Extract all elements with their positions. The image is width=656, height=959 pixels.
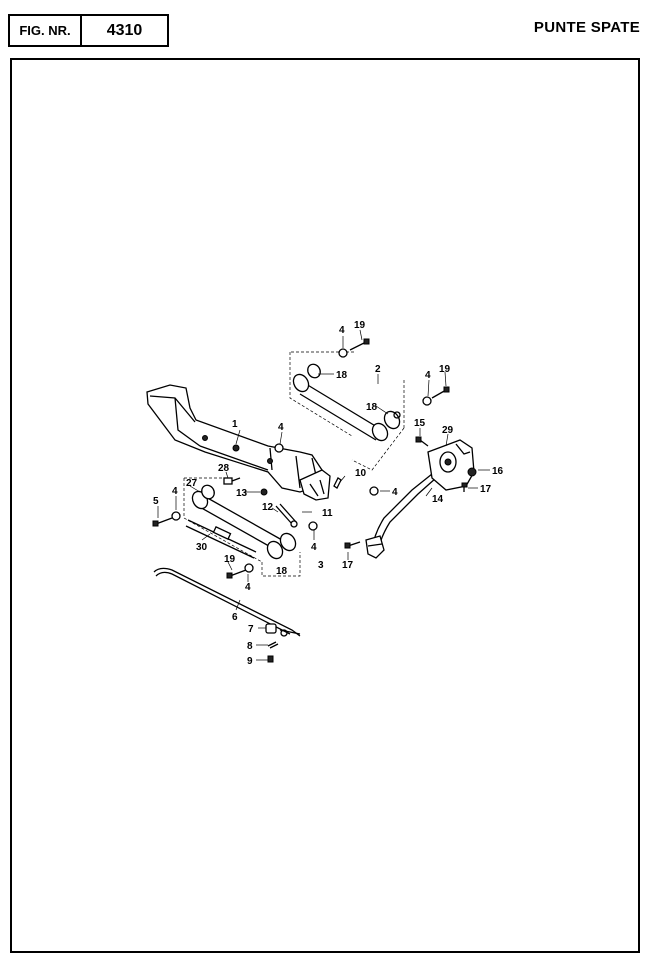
figure-number-box: FIG. NR. 4310 (8, 14, 169, 47)
callout-4b: 4 (425, 370, 431, 381)
bolt-15 (415, 436, 429, 447)
callout-4d: 4 (172, 486, 178, 497)
tie-rod (185, 519, 257, 559)
callout-19b: 19 (439, 364, 451, 375)
callout-28: 28 (218, 463, 230, 474)
callout-17a: 17 (480, 484, 492, 495)
washer-4c (274, 443, 284, 453)
callout-30: 30 (196, 542, 208, 553)
callout-4f: 4 (245, 582, 251, 593)
callout-15: 15 (414, 418, 426, 429)
callout-9: 9 (247, 656, 253, 667)
callout-8: 8 (247, 641, 253, 652)
washer-4b (422, 396, 432, 406)
callout-29: 29 (442, 425, 454, 436)
callout-16: 16 (492, 466, 504, 477)
washer-4e (308, 521, 318, 531)
callout-27: 27 (186, 478, 198, 489)
bolt-10 (333, 477, 342, 489)
washer-4g (369, 486, 379, 496)
callout-10: 10 (355, 468, 367, 479)
callout-7: 7 (248, 624, 254, 635)
washer-4a (338, 348, 348, 358)
lower-link-arm (183, 477, 301, 577)
callout-4e: 4 (311, 542, 317, 553)
bolt-5 (152, 517, 173, 527)
bolt-19-upper (349, 338, 370, 351)
callout-19c: 19 (224, 554, 236, 565)
callout-3: 3 (318, 560, 324, 571)
bolt-17-lower (344, 541, 361, 549)
nut-16 (467, 467, 477, 477)
upper-link-arm (289, 351, 405, 471)
bolt-17-upper (461, 482, 468, 492)
callout-1: 1 (232, 419, 238, 430)
figure-label: FIG. NR. (10, 16, 82, 45)
washer-4d (171, 511, 181, 521)
callout-5: 5 (153, 496, 159, 507)
nut-13 (260, 488, 268, 496)
callout-11: 11 (322, 508, 333, 519)
callout-2: 2 (375, 364, 381, 375)
callout-6: 6 (232, 612, 238, 623)
figure-number: 4310 (106, 21, 143, 39)
callout-13: 13 (236, 488, 248, 499)
bolt-28 (223, 477, 241, 485)
callout-12: 12 (262, 502, 274, 513)
callout-18c: 18 (276, 566, 288, 577)
lateral-rod (365, 473, 437, 559)
callout-19a: 19 (354, 320, 366, 331)
mounting-bracket (427, 439, 475, 491)
bolt-19-right (431, 386, 450, 399)
stabilizer-bushing-clamp (265, 623, 279, 663)
callout-18b: 18 (366, 402, 378, 413)
leader-lines (157, 329, 490, 661)
washer-4f (244, 563, 254, 573)
callout-18a: 18 (336, 370, 348, 381)
sheet-title: PUNTE SPATE (533, 19, 640, 36)
callout-4g: 4 (392, 487, 398, 498)
callout-17b: 17 (342, 560, 354, 571)
crossmember-part (146, 384, 331, 501)
callout-14: 14 (432, 494, 444, 505)
bolt-19-lower (226, 569, 247, 579)
sensor-link (275, 503, 298, 528)
drawing-frame (10, 58, 640, 953)
callout-4a: 4 (339, 325, 345, 336)
stabilizer-bar (153, 567, 301, 637)
callout-4c: 4 (278, 422, 284, 433)
callout-labels: 1 2 3 4 4 4 4 4 4 4 5 6 7 8 9 10 11 12 1… (153, 320, 504, 667)
